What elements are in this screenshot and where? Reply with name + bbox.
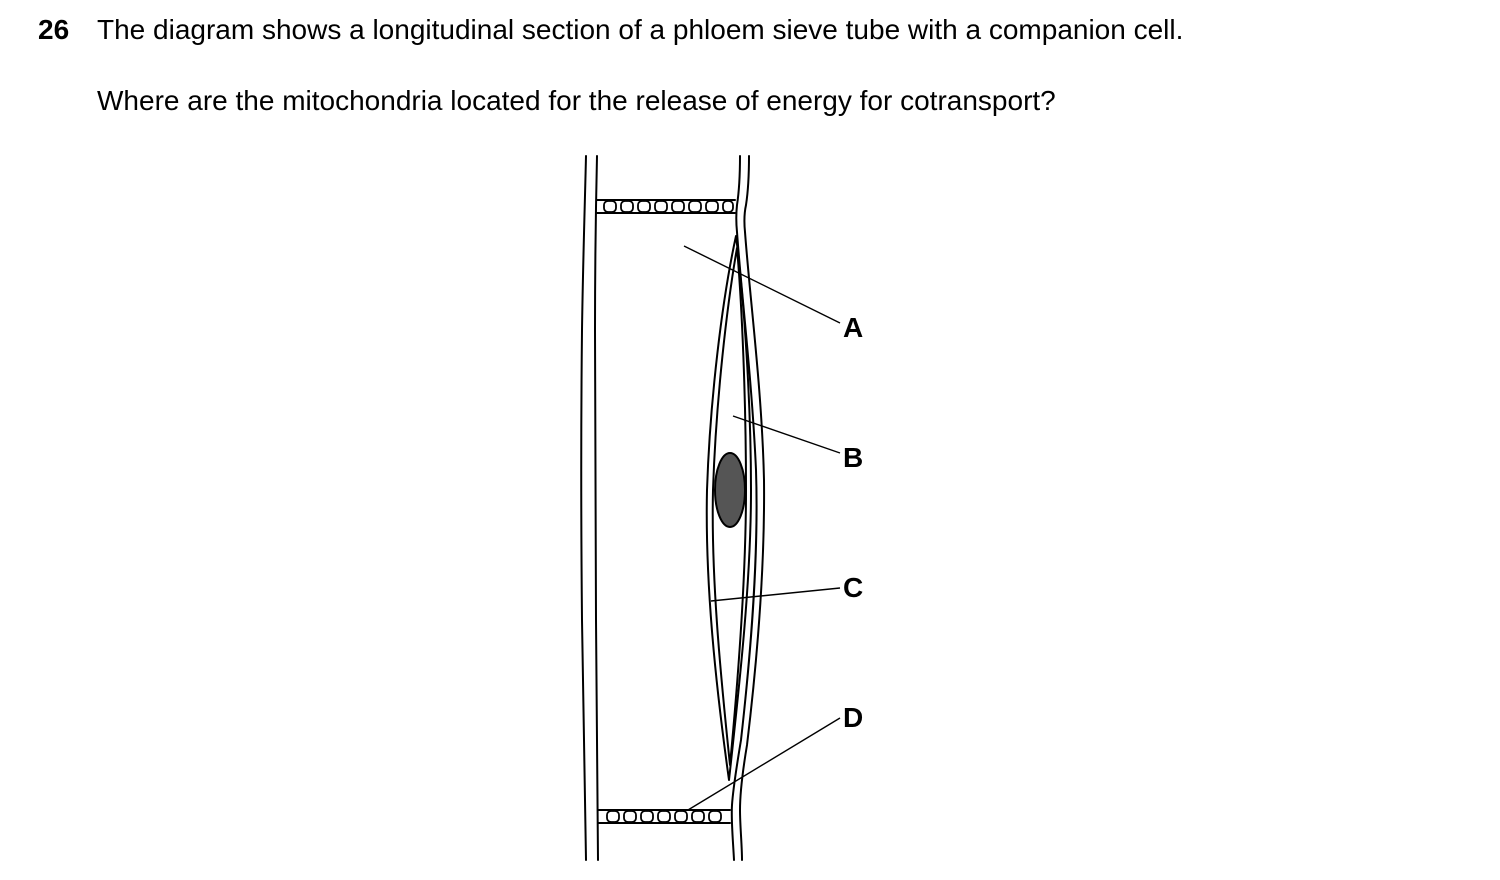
question-prompt: Where are the mitochondria located for t… bbox=[97, 85, 1056, 116]
companion-cell-nucleus bbox=[714, 452, 746, 528]
label-a: A bbox=[843, 312, 863, 343]
companion-cell-inner-wall bbox=[705, 235, 752, 781]
leader-line-b bbox=[732, 415, 841, 454]
sieve-plate-bottom bbox=[597, 809, 731, 824]
label-d: D bbox=[843, 702, 863, 733]
sieve-plate-top bbox=[596, 199, 736, 214]
question-number: 26 bbox=[38, 14, 70, 45]
leader-line-d bbox=[687, 717, 841, 811]
companion-cell-membrane bbox=[711, 247, 747, 766]
leader-line-a bbox=[683, 245, 841, 324]
label-c: C bbox=[843, 572, 863, 603]
sieve-tube-right-wall bbox=[730, 155, 766, 861]
question-stem: The diagram shows a longitudinal section… bbox=[97, 14, 1184, 45]
sieve-tube-left-wall bbox=[580, 155, 599, 861]
label-b: B bbox=[843, 442, 863, 473]
leader-line-c bbox=[710, 587, 841, 602]
